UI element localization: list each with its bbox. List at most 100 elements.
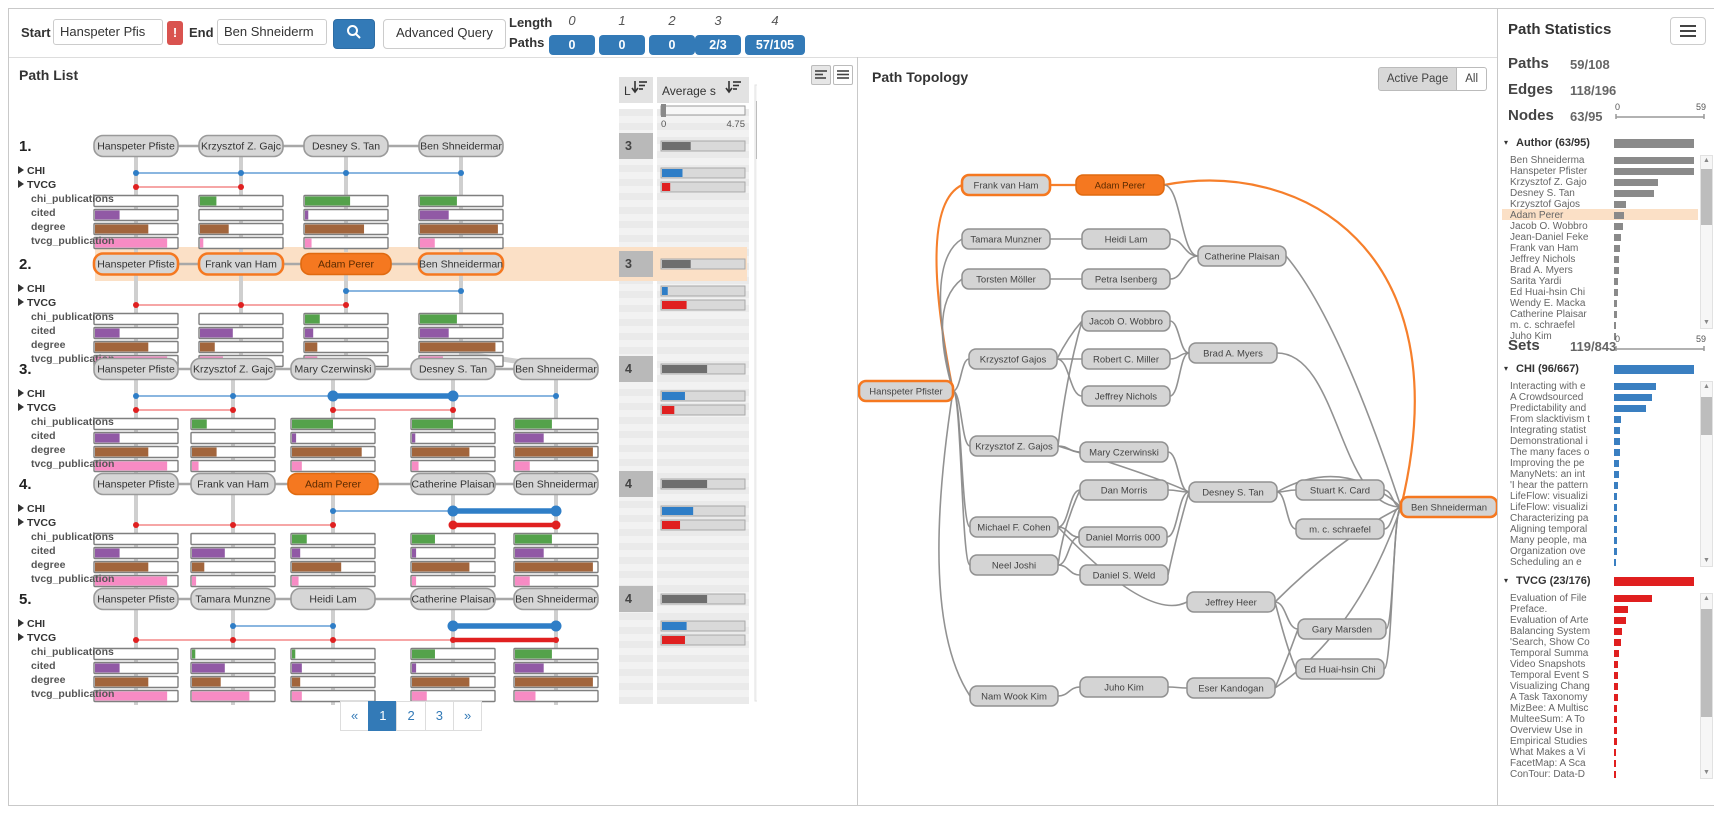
path-node-pill[interactable] [93,357,179,381]
tvcg-set-row[interactable]: 'Search, Show Co [1510,637,1700,648]
author-row[interactable]: Brad A. Myers [1510,265,1700,276]
scroll-up-icon[interactable]: ▲ [1703,383,1710,390]
chi-set-row[interactable]: ManyNets: an int [1510,469,1700,480]
topology-node[interactable]: Neel Joshi [969,554,1059,576]
author-row[interactable]: Krzysztof Gajos [1510,199,1700,210]
page-prev-button[interactable]: « [340,701,370,731]
chi-set-row[interactable]: The many faces o [1510,447,1700,458]
list-view-detail-button[interactable] [833,65,853,85]
author-row[interactable]: Sarita Yardi [1510,276,1700,287]
path-node-pill[interactable] [198,134,284,158]
path-node-pill[interactable] [300,252,392,276]
scroll-thumb[interactable] [1701,397,1712,435]
slider-handle[interactable] [661,104,666,117]
topology-node[interactable]: Jacob O. Wobbro [1081,310,1171,332]
chi-set-row[interactable]: Organization ove [1510,546,1700,557]
path-node-pill[interactable] [93,472,179,496]
author-row[interactable]: Catherine Plaisar [1510,309,1700,320]
collapse-triangle-icon[interactable]: ▾ [1504,364,1509,373]
tvcg-set-row[interactable]: Evaluation of Arte [1510,615,1700,626]
path-node-pill[interactable] [92,252,180,276]
topology-node[interactable]: Jeffrey Heer [1186,591,1276,613]
topology-node[interactable]: Daniel Morris 000 [1078,526,1168,548]
author-row[interactable]: Desney S. Tan [1510,188,1700,199]
author-row[interactable]: Jacob O. Wobbro [1510,221,1700,232]
topology-node[interactable]: Torsten Möller [961,268,1051,290]
topology-node[interactable]: Jeffrey Nichols [1081,385,1171,407]
author-row[interactable]: Jean-Daniel Feke [1510,232,1700,243]
chi-set-row[interactable]: Scheduling an e [1510,557,1700,568]
scroll-down-icon[interactable]: ▼ [1703,557,1710,564]
path-node-pill[interactable] [513,472,599,496]
chi-set-row[interactable]: Demonstrational i [1510,436,1700,447]
path-node-pill[interactable] [290,587,376,611]
topology-node[interactable]: Nam Wook Kim [969,685,1059,707]
avg-range-slider[interactable] [660,105,746,116]
author-section-header[interactable]: ▾Author (63/95) [1504,137,1704,150]
start-input[interactable]: Hanspeter Pfis [53,19,163,45]
list-view-compact-button[interactable] [811,65,831,85]
author-row[interactable]: Ben Shneiderma [1510,155,1700,166]
chi-set-row[interactable]: LifeFlow: visualizi [1510,491,1700,502]
tvcg-set-row[interactable]: Evaluation of File [1510,593,1700,604]
topology-node[interactable]: Daniel S. Weld [1079,564,1169,586]
tvcg-set-row[interactable]: Video Snapshots [1510,659,1700,670]
topology-node[interactable]: Stuart K. Card [1295,479,1385,501]
expand-triangle-icon[interactable] [18,298,24,306]
chi-set-row[interactable]: Interacting with e [1510,381,1700,392]
author-row[interactable]: Hanspeter Pfister [1510,166,1700,177]
chi-set-row[interactable]: Predictability and [1510,403,1700,414]
chi-set-row[interactable]: Characterizing pa [1510,513,1700,524]
expand-triangle-icon[interactable] [18,504,24,512]
topology-node[interactable]: Adam Perer [1075,174,1165,196]
sort-icon[interactable] [631,81,647,94]
page-button-2[interactable]: 2 [396,701,426,731]
scroll-down-icon[interactable]: ▼ [1703,769,1710,776]
chi-set-row[interactable]: LifeFlow: visualizi [1510,502,1700,513]
tvcg-set-row[interactable]: A Task Taxonomy [1510,692,1700,703]
expand-triangle-icon[interactable] [18,284,24,292]
all-button[interactable]: All [1456,67,1487,91]
path-count-badge[interactable]: 0 [549,35,595,55]
tvcg-set-row[interactable]: ConTour: Data-D [1510,769,1700,780]
page-button-3[interactable]: 3 [424,701,454,731]
chi-set-row[interactable]: 'I hear the pattern [1510,480,1700,491]
topology-node[interactable]: Robert C. Miller [1081,348,1171,370]
chi-set-row[interactable]: Improving the pe [1510,458,1700,469]
topology-node[interactable]: Frank van Ham [960,173,1052,197]
scroll-thumb[interactable] [1701,169,1712,225]
scroll-up-icon[interactable]: ▲ [1703,595,1710,602]
path-node-pill[interactable] [513,357,599,381]
expand-triangle-icon[interactable] [18,403,24,411]
expand-triangle-icon[interactable] [18,180,24,188]
active-page-button[interactable]: Active Page [1377,67,1458,91]
topology-node[interactable]: Catherine Plaisan [1197,245,1287,267]
page-button-1[interactable]: 1 [368,701,398,731]
expand-triangle-icon[interactable] [18,166,24,174]
tvcg-set-row[interactable]: MizBee: A Multisc [1510,703,1700,714]
collapse-triangle-icon[interactable]: ▾ [1504,576,1509,585]
scroll-up-icon[interactable]: ▲ [1703,157,1710,164]
topology-node[interactable]: Brad A. Myers [1188,342,1278,364]
advanced-query-button[interactable]: Advanced Query [383,19,506,49]
expand-triangle-icon[interactable] [18,518,24,526]
topology-node[interactable]: Ed Huai-hsin Chi [1295,658,1385,680]
scroll-thumb[interactable] [1701,609,1712,717]
chi-set-row[interactable]: A Crowdsourced [1510,392,1700,403]
path-node-pill[interactable] [410,357,496,381]
path-count-badge[interactable]: 0 [649,35,695,55]
path-row[interactable]: chi_publicationsciteddegreetvcg_publicat… [18,586,746,705]
tvcg-set-row[interactable]: FacetMap: A Sca [1510,758,1700,769]
tvcg-set-row[interactable]: Temporal Summa [1510,648,1700,659]
topology-node[interactable]: Krzysztof Gajos [968,348,1058,370]
topology-node[interactable]: Dan Morris [1079,479,1169,501]
tvcg-set-row[interactable]: Temporal Event S [1510,670,1700,681]
author-row[interactable]: Juho Kim [1510,331,1700,342]
path-node-pill[interactable] [513,587,599,611]
path-row[interactable]: chi_publicationsciteddegreetvcg_publicat… [18,356,746,475]
topology-node[interactable]: Ben Shneiderman [1399,495,1499,519]
topology-node[interactable]: Hanspeter Pfister [857,379,955,403]
tvcg-section-header[interactable]: ▾TVCG (23/176) [1504,575,1704,588]
path-count-badge[interactable]: 2/3 [695,35,741,55]
topology-node[interactable]: Krzysztof Z. Gajos [969,435,1059,457]
